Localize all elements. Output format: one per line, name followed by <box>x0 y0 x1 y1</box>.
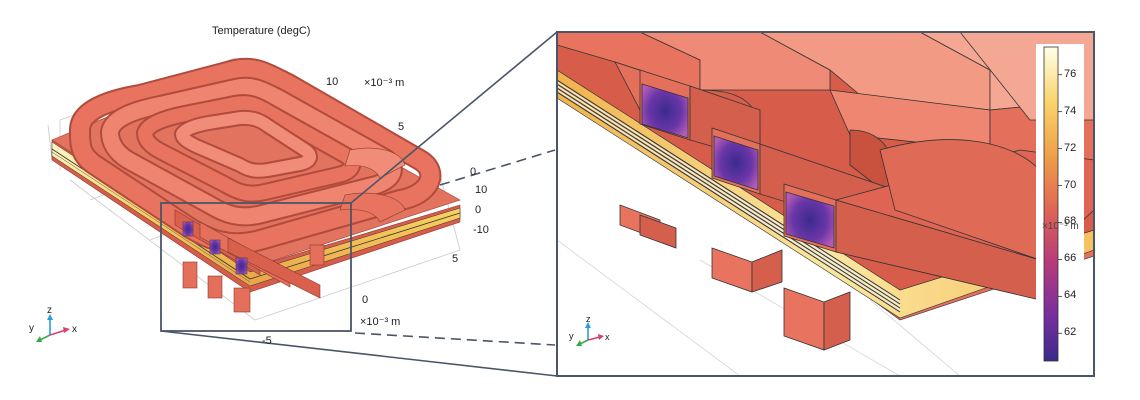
zoom-selection-frame <box>160 202 352 332</box>
top-axis-unit: ×10⁻³ m <box>364 77 405 89</box>
plot-title: Temperature (degC) <box>212 25 311 37</box>
top-axis-tick-0: 0 <box>470 166 477 178</box>
colorbar-tick-70: 70 <box>1064 178 1077 191</box>
zoom-triad-label-y: y <box>569 331 574 341</box>
top-axis-tick-10: 10 <box>326 76 339 88</box>
triad-label-y: y <box>29 323 34 334</box>
zoom-triad-label-z: z <box>586 314 591 324</box>
colorbar-tick-76: 76 <box>1064 67 1077 80</box>
zoom-view <box>557 32 1094 376</box>
zoom-axis-triad <box>576 322 604 346</box>
colorbar-tick-62: 62 <box>1064 326 1077 339</box>
z-axis-tick-10: 10 <box>475 184 488 196</box>
zoom-view-frame <box>556 31 1095 377</box>
triad-label-z: z <box>47 305 52 316</box>
colorbar <box>1036 44 1084 366</box>
zoom-connectors <box>160 31 558 377</box>
overview-view <box>36 57 461 342</box>
colorbar-tick-64: 64 <box>1064 289 1077 302</box>
z-axis-tick-0: 0 <box>475 204 482 216</box>
colorbar-tick-68: 68 <box>1064 215 1077 228</box>
colorbar-tick-72: 72 <box>1064 141 1077 154</box>
triad-label-x: x <box>72 324 77 335</box>
zoom-triad-label-x: x <box>605 332 610 342</box>
front-axis-tick-neg5: -5 <box>262 335 272 347</box>
z-axis-tick-neg10: -10 <box>473 224 489 236</box>
front-axis-tick-0: 0 <box>362 294 369 306</box>
zoom-unit-label-partial: ×10⁻³ m <box>1042 221 1079 232</box>
front-axis-tick-5: 5 <box>452 253 459 265</box>
colorbar-tick-74: 74 <box>1064 104 1077 117</box>
top-axis-tick-5: 5 <box>398 121 405 133</box>
overview-axis-triad <box>36 314 70 342</box>
front-axis-unit: ×10⁻³ m <box>360 316 401 328</box>
colorbar-tick-66: 66 <box>1064 252 1077 265</box>
